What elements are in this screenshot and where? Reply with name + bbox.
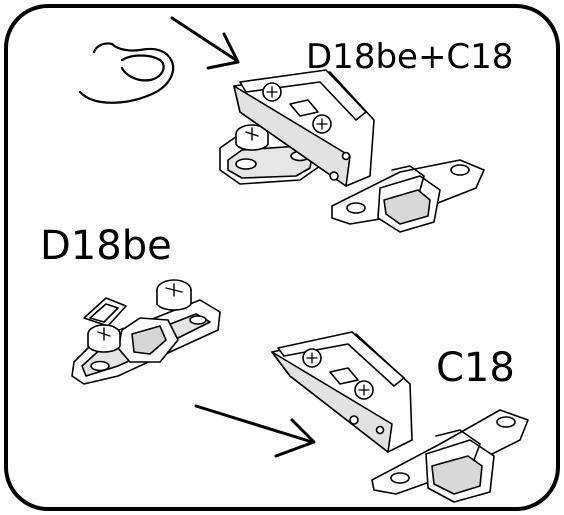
panel-frame — [4, 4, 560, 511]
arrow-right-icon — [194, 404, 316, 458]
hinge-assembly-top — [219, 69, 485, 233]
label-c18: C18 — [436, 345, 515, 391]
hinge-c18 — [271, 331, 529, 503]
mounting-plate-d18be — [71, 279, 221, 385]
arrow-down-right-icon — [170, 16, 240, 70]
finger-icon — [78, 42, 175, 104]
label-d18be-plus-c18: D18be+C18 — [306, 37, 514, 77]
label-d18be: D18be — [40, 223, 172, 269]
